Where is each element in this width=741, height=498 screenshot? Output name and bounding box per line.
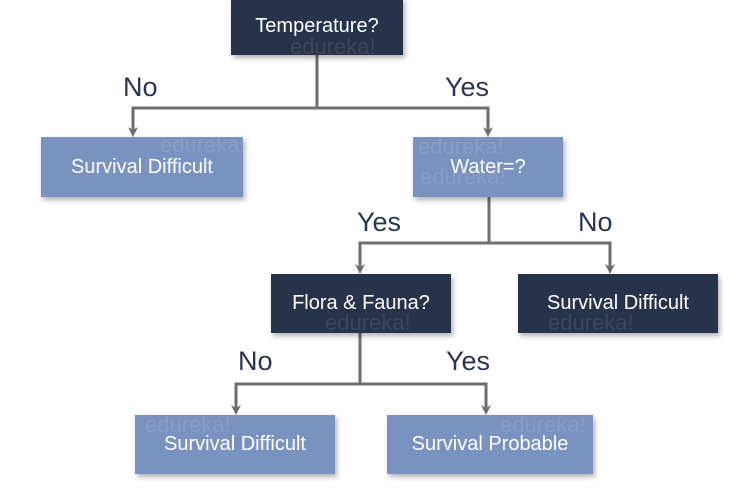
connector-water-no bbox=[489, 241, 615, 274]
node-temperature-label: Temperature? bbox=[255, 15, 379, 37]
node-flora-fauna-label: Flora & Fauna? bbox=[292, 292, 430, 314]
edge-label-temperature-yes: Yes bbox=[445, 72, 490, 102]
node-survival-probable: Survival Probable bbox=[387, 415, 593, 474]
edge-label-water-yes: Yes bbox=[357, 207, 402, 237]
node-survival-difficult-3: Survival Difficult bbox=[135, 415, 335, 474]
node-water-label: Water=? bbox=[450, 155, 526, 178]
node-temperature: Temperature? bbox=[231, 0, 403, 55]
node-survival-probable-label: Survival Probable bbox=[411, 433, 569, 455]
connector-flora-no bbox=[231, 382, 360, 415]
edge-label-flora-no: No bbox=[238, 346, 273, 376]
edge-label-water-no: No bbox=[578, 207, 613, 237]
edge-label-flora-yes: Yes bbox=[446, 346, 491, 376]
edge-label-temperature-no: No bbox=[123, 72, 158, 102]
connector-temperature-no bbox=[128, 106, 317, 137]
node-survival-difficult-1-label: Survival Difficult bbox=[71, 155, 213, 178]
node-flora-fauna: Flora & Fauna? bbox=[271, 274, 451, 333]
connector-temperature-yes bbox=[317, 106, 493, 137]
node-water: Water=? bbox=[413, 137, 563, 197]
node-survival-difficult-2-label: Survival Difficult bbox=[547, 292, 689, 314]
node-survival-difficult-2: Survival Difficult bbox=[518, 274, 718, 333]
connector-water-yes bbox=[355, 241, 489, 274]
node-survival-difficult-3-label: Survival Difficult bbox=[164, 433, 306, 455]
connector-flora-yes bbox=[360, 382, 491, 415]
node-survival-difficult-1: Survival Difficult bbox=[41, 137, 243, 197]
